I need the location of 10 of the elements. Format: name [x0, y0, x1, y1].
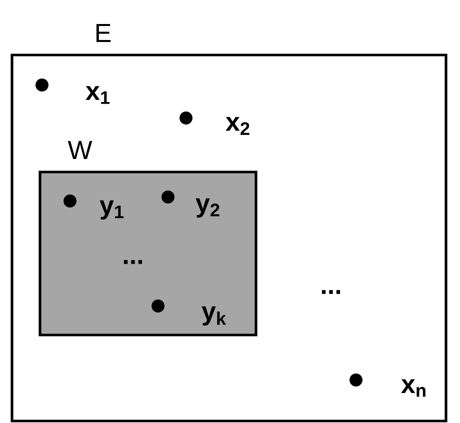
point-label: x$_{n}$ [401, 379, 426, 397]
point-label: ... [322, 290, 340, 294]
point-label: ... [124, 260, 142, 264]
point-label: y$_{1}$ [100, 200, 124, 220]
node-label: E [96, 24, 111, 42]
point-label: x$_{2}$ [226, 117, 250, 135]
node-label: W [68, 141, 92, 159]
point-label: x$_{1}$ [86, 86, 110, 104]
point-label: y$_{2}$ [196, 198, 220, 218]
point-label: y$_{k}$ [202, 306, 226, 326]
